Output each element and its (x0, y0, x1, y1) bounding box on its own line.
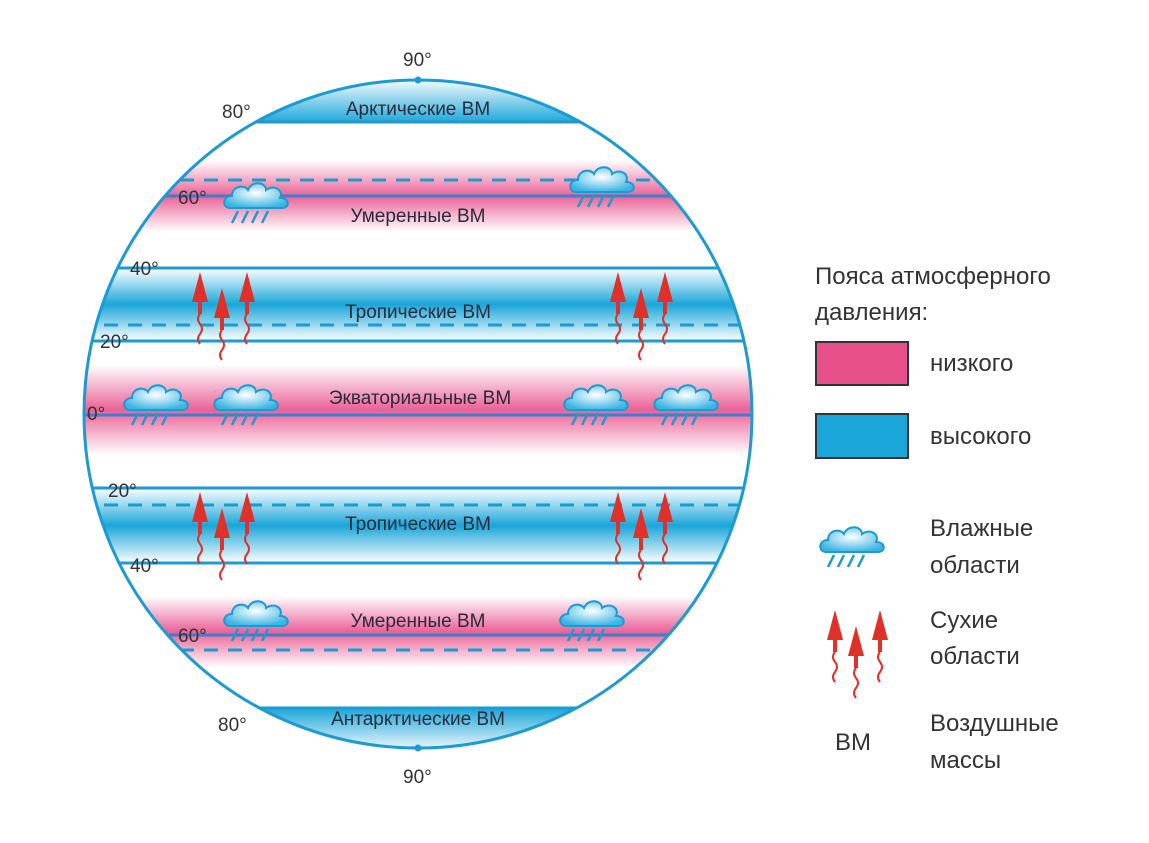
air-mass-temperate-north: Умеренные ВМ (351, 206, 486, 227)
latitude-label-s60: 60° (178, 626, 207, 647)
legend-abbr-line1: Воздушные (930, 710, 1059, 737)
latitude-label-n20: 20° (100, 332, 129, 353)
legend-dry-line2: области (930, 643, 1020, 670)
legend-low-pressure-swatch (815, 341, 909, 386)
legend-dry-arrow-icon (826, 609, 844, 683)
legend-dry-line1: Сухие (930, 607, 998, 634)
air-mass-temperate-south: Умеренные ВМ (351, 611, 486, 632)
latitude-label-n90: 90° (403, 50, 432, 71)
air-mass-equatorial: Экваториальные ВМ (329, 388, 511, 409)
legend-wet-line2: области (930, 552, 1020, 579)
legend-abbr-line2: массы (930, 747, 1001, 774)
front-lines (84, 178, 752, 652)
equatorial-low-pressure-band (84, 365, 752, 455)
legend-high-label: высокого (930, 423, 1031, 450)
air-mass-antarctic: Антарктические ВМ (331, 709, 505, 730)
legend-abbr: ВМ (835, 729, 871, 756)
globe-bands (84, 80, 752, 748)
air-mass-tropical-south: Тропические ВМ (345, 514, 491, 535)
air-mass-arctic: Арктические ВМ (346, 99, 490, 120)
legend-dry-arrow-icon (847, 625, 865, 699)
south-pole-dot (414, 744, 422, 752)
latitude-label-n60: 60° (178, 188, 207, 209)
latitude-label-n80: 80° (222, 102, 251, 123)
legend-dry-arrow-icon (871, 609, 889, 683)
latitude-label-s40: 40° (130, 556, 159, 577)
latitude-label-s80: 80° (218, 715, 247, 736)
legend-high-pressure-swatch (815, 413, 909, 459)
legend-low-label: низкого (930, 350, 1013, 377)
legend-wet-cloud-icon (818, 525, 886, 569)
latitude-label-equator: 0° (87, 404, 105, 425)
legend-title-line2: давления: (815, 299, 928, 326)
latitude-label-s20: 20° (108, 481, 137, 502)
latitude-label-n40: 40° (130, 259, 159, 280)
legend: Пояса атмосферного давления: низкого выс… (815, 263, 1059, 774)
legend-wet-line1: Влажные (930, 515, 1033, 542)
legend-title-line1: Пояса атмосферного (815, 263, 1051, 290)
latitude-label-s90: 90° (403, 767, 432, 788)
north-pole-dot (414, 76, 422, 84)
air-mass-tropical-north: Тропические ВМ (345, 302, 491, 323)
temperate-south-low-pressure-band (84, 596, 752, 668)
